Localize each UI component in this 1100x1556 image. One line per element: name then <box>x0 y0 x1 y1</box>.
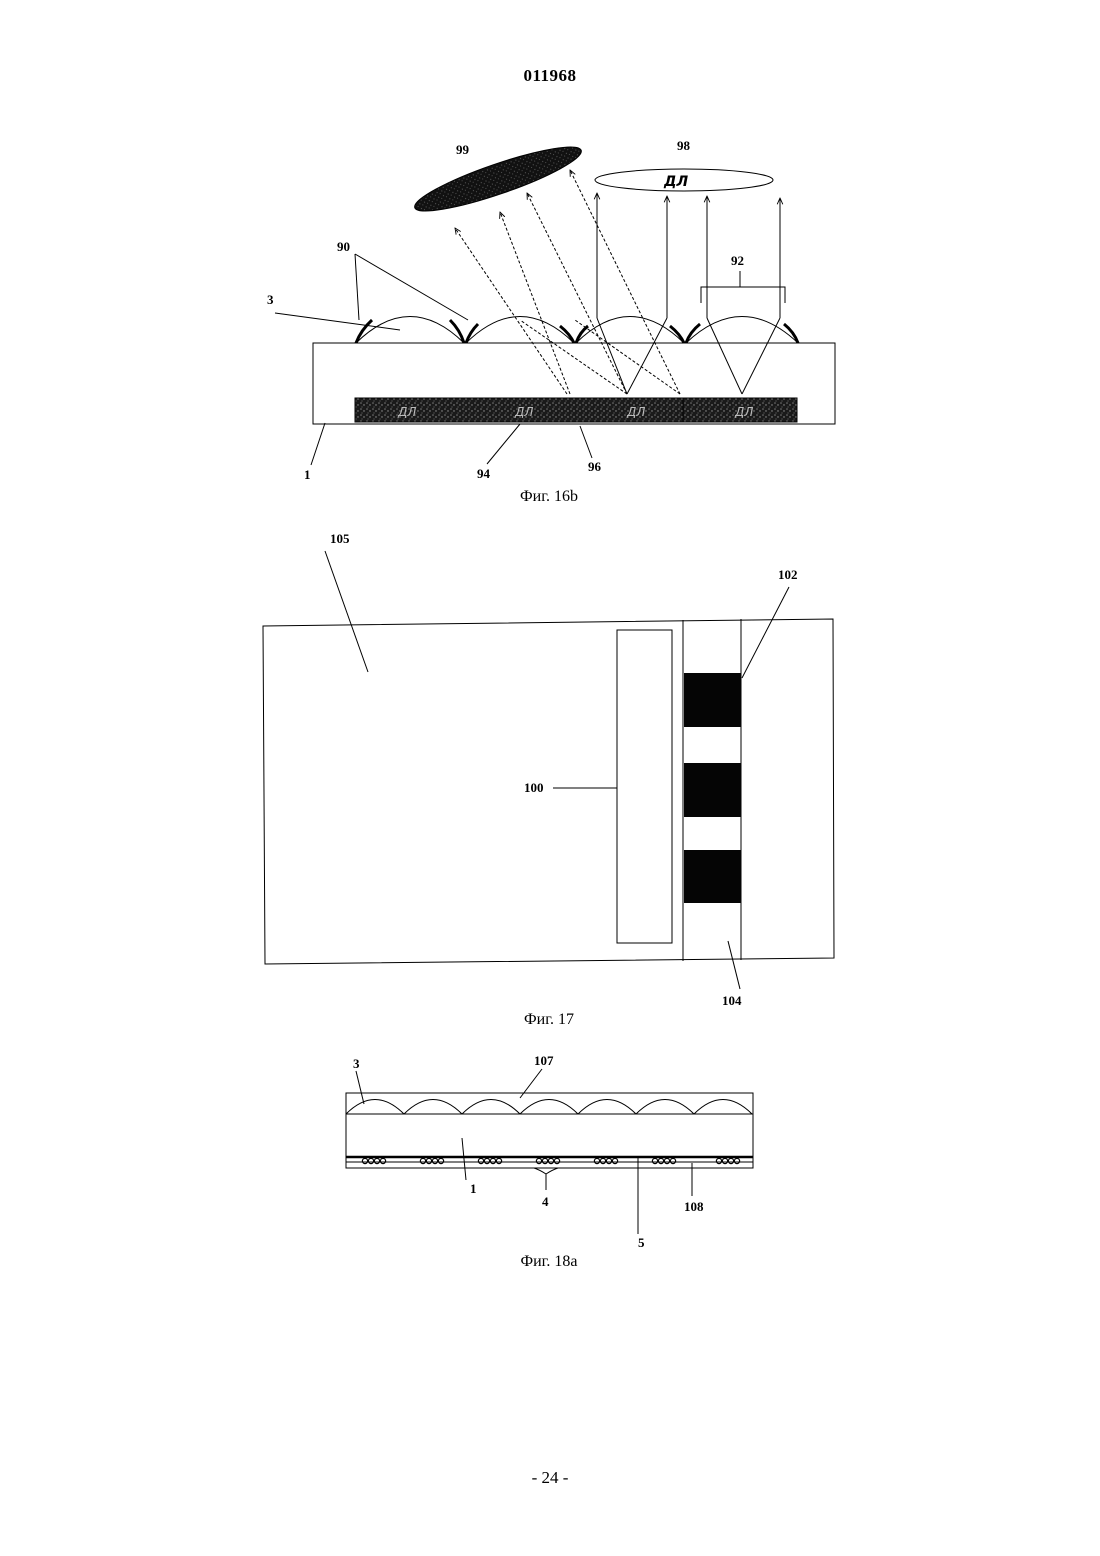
stripe-block-102-b <box>684 763 741 817</box>
object-99-dark-ellipse <box>410 136 586 222</box>
label-98: 98 <box>677 138 691 153</box>
label-1-18a: 1 <box>470 1181 477 1196</box>
bracket-92 <box>701 271 785 303</box>
image-98-symbol: ДЛ <box>663 174 688 190</box>
label-100: 100 <box>524 780 544 795</box>
caption-fig-16b: Фиг. 16b <box>520 488 578 505</box>
panel-100 <box>617 630 672 943</box>
caption-fig-18a: Фиг. 18a <box>520 1253 577 1270</box>
label-4: 4 <box>542 1194 549 1209</box>
substrate-1-18a <box>346 1114 753 1168</box>
caption-fig-17: Фиг. 17 <box>524 1011 574 1028</box>
label-104: 104 <box>722 993 742 1008</box>
label-107: 107 <box>534 1053 554 1068</box>
label-3: 3 <box>267 292 274 307</box>
figure-18a: 3 107 1 4 108 5 Фиг. 18a <box>346 1053 753 1270</box>
label-5: 5 <box>638 1235 645 1250</box>
label-3-18a: 3 <box>353 1056 360 1071</box>
figure-16b: ДЛ ДЛ ДЛ ДЛ ДЛ <box>267 136 835 505</box>
label-92: 92 <box>731 253 744 268</box>
stripe-block-102-a <box>684 673 741 727</box>
label-102: 102 <box>778 567 798 582</box>
label-108: 108 <box>684 1199 704 1214</box>
svg-text:ДЛ: ДЛ <box>514 405 533 419</box>
svg-text:ДЛ: ДЛ <box>734 405 753 419</box>
svg-text:ДЛ: ДЛ <box>397 405 416 419</box>
stripe-block-102-c <box>684 850 741 903</box>
label-96: 96 <box>588 459 602 474</box>
label-99: 99 <box>456 142 470 157</box>
label-90: 90 <box>337 239 350 254</box>
card-105 <box>263 619 834 964</box>
label-105: 105 <box>330 531 350 546</box>
svg-text:ДЛ: ДЛ <box>626 405 645 419</box>
page-number: - 24 - <box>0 1468 1100 1488</box>
lens-array-16b <box>356 317 798 344</box>
label-94: 94 <box>477 466 491 481</box>
image-strip-94-96 <box>355 398 797 422</box>
figure-17: 105 102 100 104 Фиг. 17 <box>263 531 834 1028</box>
label-1: 1 <box>304 467 311 482</box>
